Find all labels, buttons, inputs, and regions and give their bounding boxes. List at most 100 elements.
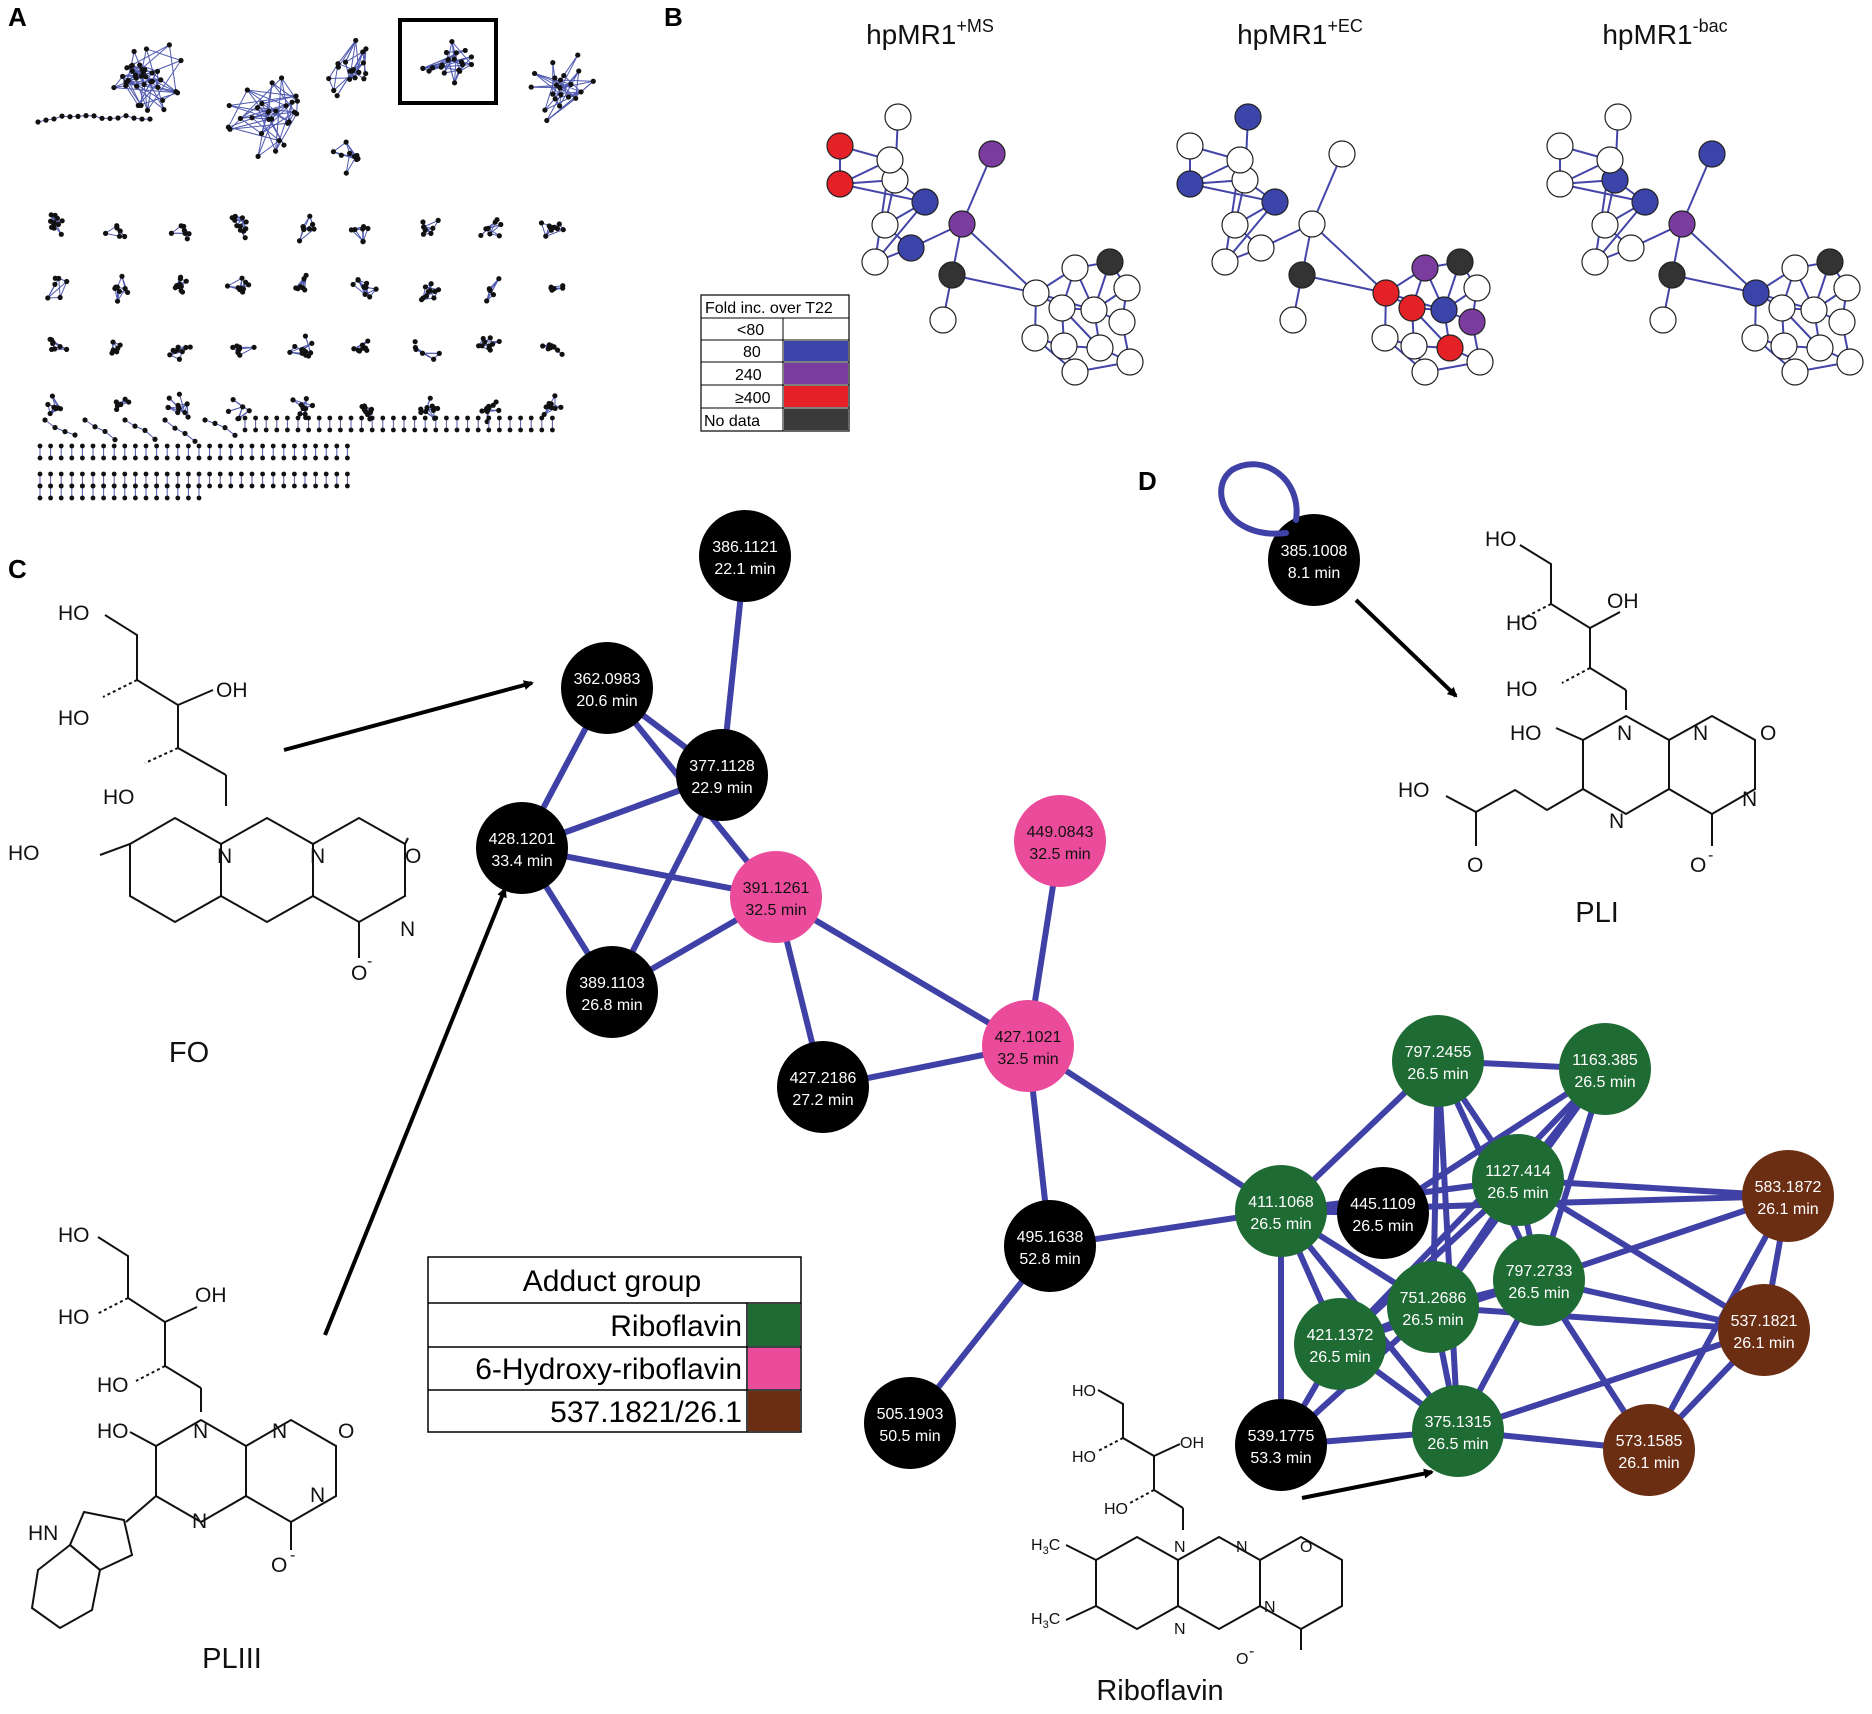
- overview-node: [539, 427, 545, 433]
- node-mass-label: 391.1261: [743, 880, 810, 897]
- overview-node: [331, 87, 337, 94]
- overview-node: [75, 113, 81, 119]
- pliii-ho-3: HO: [97, 1374, 129, 1397]
- overview-node: [364, 347, 370, 353]
- overview-node: [544, 117, 550, 124]
- riboflavin-minus-sign: -: [1249, 1643, 1254, 1660]
- riboflavin-ho-1: HO: [1072, 1383, 1096, 1400]
- overview-node: [183, 278, 189, 284]
- overview-node: [148, 79, 154, 85]
- node-retention-time-label: 26.5 min: [1574, 1074, 1635, 1091]
- overview-node: [176, 356, 183, 362]
- fold-legend-row-3-label: 240: [735, 367, 762, 384]
- overview-node: [249, 483, 255, 489]
- network-edge: [1455, 1327, 1767, 1434]
- overview-node: [64, 346, 70, 352]
- panel-b-node: [1411, 358, 1439, 386]
- overview-node: [363, 409, 369, 415]
- overview-node: [361, 284, 367, 290]
- overview-node: [164, 455, 170, 461]
- overview-node: [351, 153, 358, 160]
- riboflavin-n-2: N: [1236, 1539, 1248, 1556]
- panel-b-node: [861, 248, 889, 276]
- panel-b-node: [1631, 188, 1659, 216]
- overview-node: [217, 471, 223, 477]
- overview-node: [270, 471, 276, 477]
- panel-b-edge: [1559, 183, 1646, 203]
- node-circle: [982, 1000, 1074, 1092]
- fo-oh: OH: [216, 679, 248, 702]
- overview-node: [454, 415, 460, 421]
- panel-c-label: C: [8, 554, 27, 584]
- node-mass-label: 751.2686: [1400, 1290, 1467, 1307]
- overview-node: [91, 113, 97, 119]
- fo-o-minus: O: [351, 962, 367, 985]
- structure-pliii: HO HO OH HO HO N N N N O O - HN PLIII: [28, 1224, 354, 1675]
- panel-b-title-ms: hpMR1+MS: [866, 16, 994, 50]
- overview-node: [186, 483, 191, 489]
- overview-node: [176, 391, 182, 397]
- overview-node: [422, 284, 429, 290]
- panel-b-node: [1446, 248, 1474, 276]
- overview-node: [131, 48, 137, 55]
- node-mass-label: 385.1008: [1281, 543, 1348, 560]
- node-retention-time-label: 22.1 min: [714, 561, 775, 578]
- panel-b-edge: [1681, 223, 1757, 294]
- panel-b-node: [1411, 254, 1439, 282]
- panel-b-node: [1234, 103, 1262, 131]
- overview-node: [196, 471, 202, 477]
- node-retention-time-label: 26.5 min: [1427, 1436, 1488, 1453]
- panel-b-node: [1176, 170, 1204, 198]
- overview-node: [493, 399, 499, 405]
- overview-node: [555, 347, 561, 353]
- overview-node: [373, 286, 379, 292]
- adduct-legend-row-1-label: Riboflavin: [610, 1310, 742, 1343]
- overview-node: [476, 343, 482, 349]
- overview-node: [111, 443, 117, 449]
- overview-node: [444, 415, 449, 421]
- adduct-legend-swatch-riboflavin: [748, 1304, 800, 1346]
- overview-node: [90, 483, 96, 489]
- overview-node: [560, 227, 566, 233]
- overview-node: [487, 347, 493, 353]
- overview-node: [334, 93, 340, 99]
- panel-a-network-overview: [35, 37, 596, 501]
- overview-node: [360, 60, 367, 66]
- overview-node: [234, 343, 240, 349]
- overview-edge: [349, 62, 364, 80]
- panel-a-highlight-box: [398, 18, 498, 105]
- node-circle: [1387, 1261, 1479, 1353]
- overview-node: [347, 76, 353, 82]
- overview-edge: [544, 77, 556, 111]
- overview-node: [241, 228, 247, 234]
- overview-node: [451, 80, 458, 86]
- overview-edge: [580, 80, 594, 93]
- overview-node: [303, 272, 309, 278]
- pliii-ho-2: HO: [58, 1306, 90, 1329]
- node-circle: [1294, 1298, 1386, 1390]
- overview-node: [69, 483, 75, 489]
- overview-node: [497, 415, 502, 421]
- overview-node: [249, 471, 255, 477]
- overview-node: [436, 350, 442, 356]
- fo-ho-1: HO: [58, 602, 90, 625]
- node-mass-label: 1163.385: [1572, 1052, 1638, 1069]
- node-retention-time-label: 53.3 min: [1250, 1450, 1311, 1467]
- overview-node: [401, 415, 407, 421]
- overview-node: [122, 417, 128, 423]
- overview-edge: [546, 97, 577, 121]
- node-mass-label: 449.0843: [1027, 824, 1094, 841]
- overview-node: [196, 455, 202, 461]
- overview-node: [48, 471, 53, 477]
- overview-node: [362, 404, 368, 410]
- overview-node: [391, 427, 396, 433]
- panel-b-node: [1080, 296, 1108, 324]
- panel-b-node: [1781, 358, 1809, 386]
- overview-node: [550, 60, 556, 66]
- overview-node: [306, 415, 311, 421]
- overview-node: [133, 455, 138, 461]
- fo-n-3: N: [400, 918, 415, 941]
- overview-node: [249, 443, 255, 449]
- riboflavin-h3c-1: H3C: [1031, 1537, 1060, 1557]
- overview-node: [82, 417, 88, 423]
